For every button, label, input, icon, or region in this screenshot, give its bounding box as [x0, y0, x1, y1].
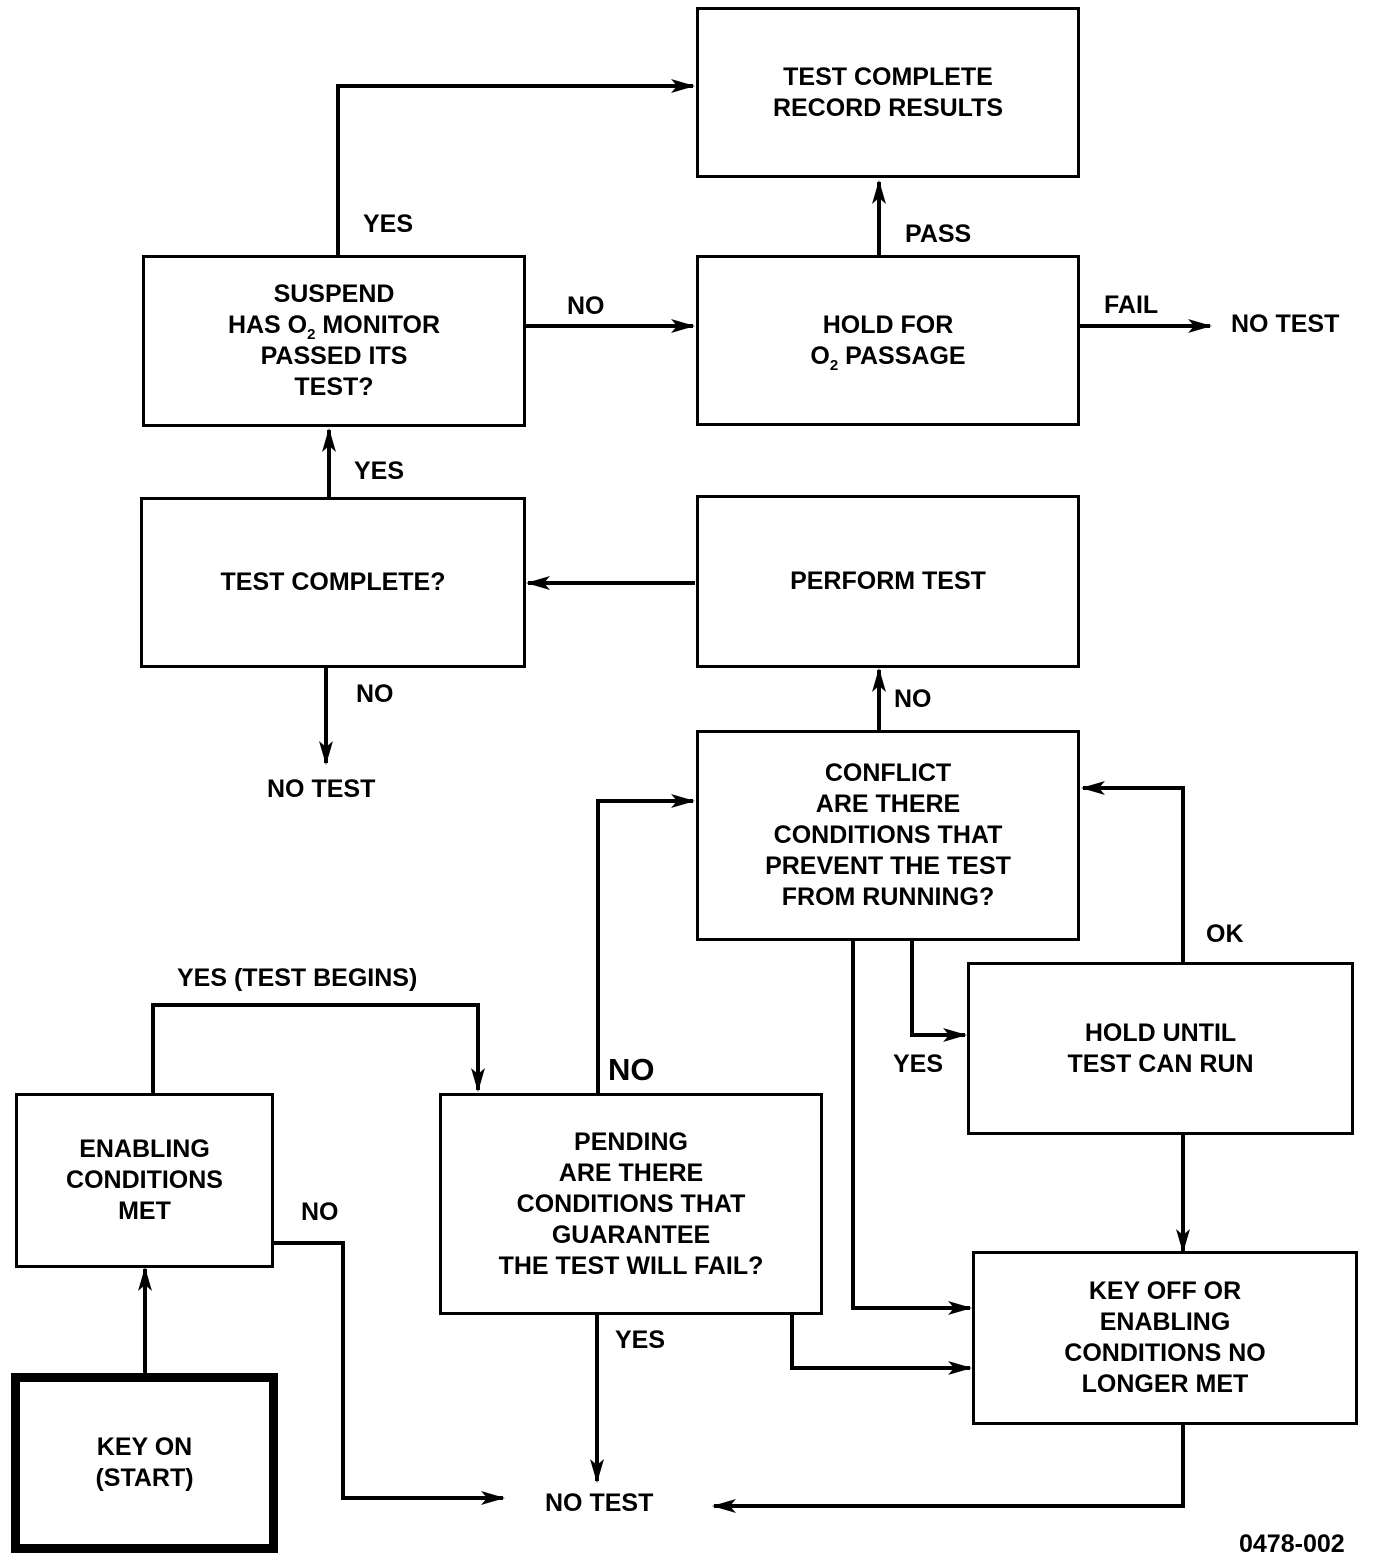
arrow-hold-ok — [1081, 781, 1185, 962]
node-text-line: TEST COMPLETE — [783, 62, 993, 91]
label-yes-pending: YES — [615, 1326, 666, 1354]
node-text-line: ENABLING — [1099, 1308, 1231, 1336]
label-no-enabling: NO — [301, 1198, 339, 1226]
label-no-pending: NO — [608, 1052, 655, 1087]
arrow-conflict-keyoff — [851, 939, 972, 1315]
node-text-line: PASSED ITS — [260, 342, 408, 370]
node-text-line: PREVENT THE TEST — [765, 852, 1011, 880]
label-yes-test-begins: YES (TEST BEGINS) — [177, 964, 418, 992]
label-no-suspend: NO — [567, 292, 605, 320]
label-no-conflict: NO — [894, 685, 932, 713]
label-no-test-bottom: NO TEST — [545, 1489, 654, 1517]
node-text-line: TEST CAN RUN — [1067, 1049, 1254, 1078]
node-text-line: PERFORM TEST — [790, 567, 986, 595]
node-text-line: MET — [118, 1197, 171, 1225]
node-text-line: HOLD FOR — [822, 310, 954, 339]
node-text-line: CONDITIONS — [66, 1166, 223, 1194]
node-conflict: CONFLICT ARE THERE CONDITIONS THAT PREVENT … — [696, 730, 1080, 941]
node-text-line: LONGER MET — [1081, 1370, 1249, 1398]
node-test-complete-question: TEST COMPLETE? — [140, 497, 526, 668]
label-no-test-middle: NO TEST — [267, 775, 376, 803]
node-text-line: GUARANTEE — [551, 1220, 711, 1249]
label-no-test-complete: NO — [356, 680, 394, 708]
node-text-line: CONFLICT — [824, 759, 952, 787]
node-text-line: O2 PASSAGE — [810, 341, 966, 374]
node-text-line: PENDING — [574, 1127, 688, 1156]
label-pass: PASS — [905, 220, 972, 248]
label-no-test-right: NO TEST — [1231, 310, 1340, 338]
node-text-line: RECORD RESULTS — [772, 93, 1004, 122]
node-text-line: THE TEST WILL FAIL? — [498, 1251, 764, 1280]
arrow-conflict-yes — [910, 939, 967, 1042]
node-text-line: ARE THERE — [815, 790, 961, 818]
arrow-pending-keyoff — [790, 1313, 972, 1375]
arrow-keyoff-notest — [712, 1423, 1185, 1513]
label-yes-suspend: YES — [363, 210, 414, 238]
figure-id: 0478-002 — [1239, 1530, 1345, 1558]
node-text-line: ARE THERE — [558, 1158, 704, 1187]
node-text-line: CONDITIONS NO — [1064, 1339, 1266, 1367]
label-ok: OK — [1206, 920, 1244, 948]
node-text-line: HOLD UNTIL — [1084, 1018, 1237, 1047]
label-yes-test-complete: YES — [354, 457, 405, 485]
arrow-enabling-no — [271, 1241, 505, 1505]
node-text-line: (START) — [95, 1464, 194, 1492]
node-text-line: TEST COMPLETE? — [220, 568, 446, 596]
arrow-test-begins — [151, 1003, 485, 1093]
node-enabling-conditions: ENABLING CONDITIONS MET — [15, 1093, 274, 1268]
node-text-line: CONDITIONS THAT — [516, 1189, 746, 1218]
node-text-line: CONDITIONS THAT — [773, 821, 1003, 849]
node-key-on-start: KEY ON (START) — [11, 1373, 278, 1553]
node-text-line: KEY ON — [96, 1433, 193, 1461]
node-text-line: HAS O2 MONITOR — [227, 311, 441, 343]
node-perform-test: PERFORM TEST — [696, 495, 1080, 668]
label-fail: FAIL — [1104, 291, 1159, 319]
arrow-suspend-yes — [336, 79, 695, 255]
node-key-off: KEY OFF OR ENABLING CONDITIONS NO LONGER ME… — [972, 1251, 1358, 1425]
node-text-line: FROM RUNNING? — [781, 883, 995, 911]
node-text-line: SUSPEND — [273, 280, 395, 308]
node-text-line: TEST? — [294, 373, 374, 401]
label-yes-conflict: YES — [893, 1050, 944, 1078]
node-text-line: KEY OFF OR — [1088, 1277, 1242, 1305]
node-text-line: ENABLING — [79, 1135, 210, 1163]
arrow-pending-no — [596, 794, 695, 1093]
